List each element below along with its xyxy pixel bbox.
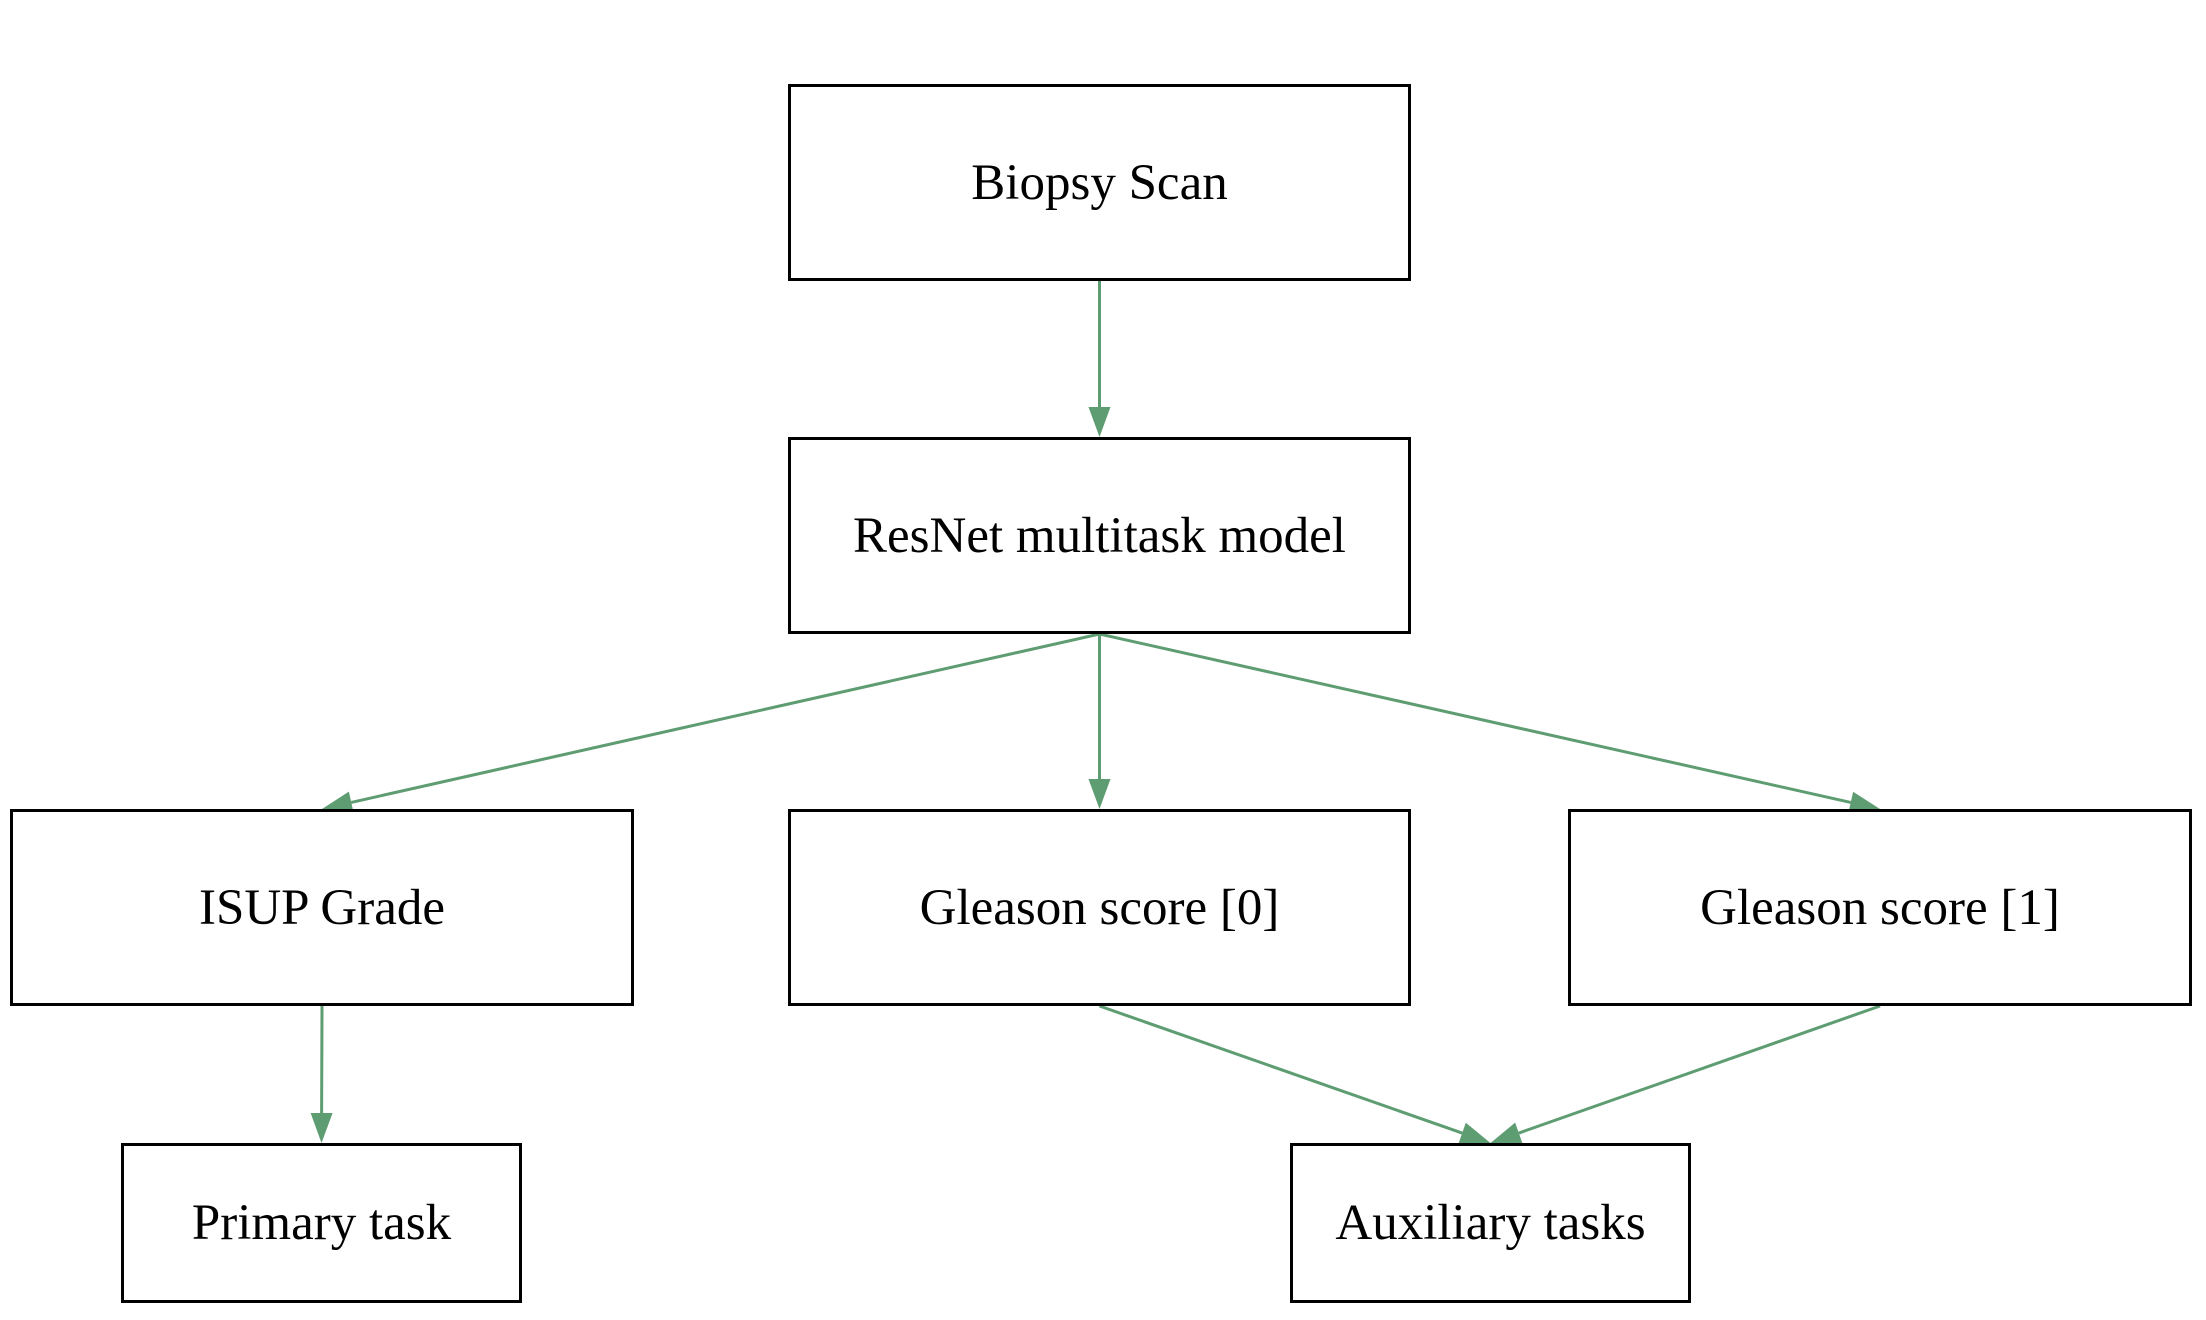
node-auxiliary-tasks-label: Auxiliary tasks — [1335, 1195, 1646, 1251]
node-isup-grade: ISUP Grade — [10, 809, 634, 1006]
node-gleason-score-1-label: Gleason score [1] — [1700, 879, 2060, 936]
node-isup-grade-label: ISUP Grade — [199, 879, 445, 936]
node-primary-task: Primary task — [121, 1143, 522, 1303]
arrowhead-icon — [1848, 791, 1880, 814]
edge-line — [350, 632, 1100, 804]
edge-line — [1518, 1004, 1881, 1135]
node-gleason-score-1: Gleason score [1] — [1568, 809, 2192, 1006]
node-gleason-score-0-label: Gleason score [0] — [919, 879, 1280, 936]
node-auxiliary-tasks: Auxiliary tasks — [1290, 1143, 1691, 1303]
node-primary-task-label: Primary task — [191, 1195, 452, 1251]
arrowhead-icon — [1458, 1122, 1491, 1144]
edge-gleason-score-1-to-auxiliary-tasks — [1490, 1004, 1881, 1144]
node-resnet-model-label: ResNet multitask model — [853, 507, 1346, 564]
arrowhead-icon — [1088, 779, 1111, 809]
edge-gleason-score-0-to-auxiliary-tasks — [1099, 1004, 1491, 1144]
node-biopsy-scan: Biopsy Scan — [788, 84, 1411, 281]
edge-resnet-model-to-isup-grade — [322, 632, 1100, 814]
arrowhead-icon — [310, 1112, 333, 1143]
edge-isup-grade-to-primary-task — [310, 1005, 333, 1143]
node-gleason-score-0: Gleason score [0] — [788, 809, 1411, 1006]
edge-line — [1099, 632, 1852, 804]
arrowhead-icon — [1490, 1122, 1523, 1144]
node-resnet-model: ResNet multitask model — [788, 437, 1411, 634]
arrowhead-icon — [1088, 407, 1111, 437]
edge-biopsy-scan-to-resnet-model — [1088, 281, 1111, 437]
edge-resnet-model-to-gleason-score-0 — [1088, 634, 1111, 809]
edge-line — [1099, 1004, 1463, 1135]
node-biopsy-scan-label: Biopsy Scan — [971, 154, 1228, 211]
arrowhead-icon — [322, 791, 354, 814]
edge-resnet-model-to-gleason-score-1 — [1099, 632, 1880, 814]
